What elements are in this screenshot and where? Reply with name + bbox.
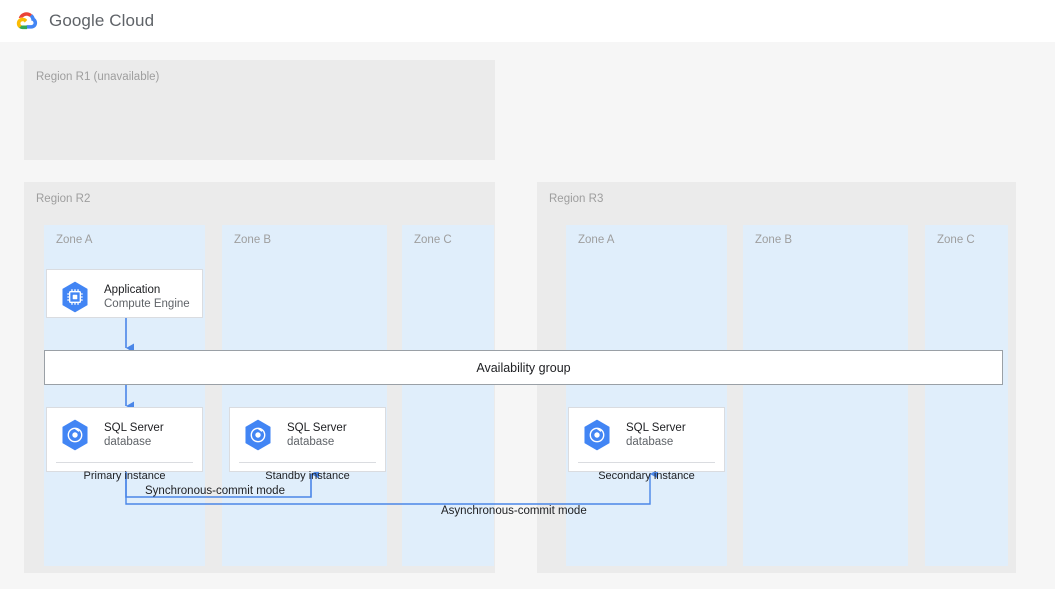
primary-database-card-top: SQL Server database — [47, 408, 202, 462]
secondary-database-title: SQL Server — [626, 421, 686, 434]
application-title: Application — [104, 283, 161, 296]
r2-zone-c-label: Zone C — [414, 234, 452, 246]
availability-group-bar[interactable]: Availability group — [44, 350, 1003, 385]
r3-zone-b-label: Zone B — [755, 234, 793, 246]
r3-zone-c-box: Zone C — [925, 225, 1008, 566]
standby-database-divider — [239, 462, 376, 463]
secondary-database-footer: Secondary instance — [598, 470, 695, 482]
google-cloud-logo-icon — [16, 12, 38, 30]
standby-database-footer: Standby instance — [265, 470, 350, 482]
diagram-canvas: Region R1 (unavailable) Region R2 Zone A… — [0, 42, 1055, 589]
secondary-database-card[interactable]: SQL Server database Secondary instance — [568, 407, 725, 482]
sql-server-database-icon — [62, 419, 88, 451]
standby-database-card-top: SQL Server database — [230, 408, 385, 462]
region-r3-label: Region R3 — [549, 193, 604, 205]
r2-zone-b-box: Zone B — [222, 225, 387, 566]
primary-database-divider — [56, 462, 193, 463]
r3-zone-a-label: Zone A — [578, 234, 615, 246]
secondary-database-card-text: SQL Server database — [626, 421, 686, 450]
secondary-database-divider — [578, 462, 715, 463]
r3-zone-a-box: Zone A — [566, 225, 727, 566]
standby-database-subtitle: database — [287, 436, 335, 448]
primary-database-card-text: SQL Server database — [104, 421, 164, 450]
synchronous-commit-label: Synchronous-commit mode — [145, 485, 285, 497]
availability-group-label: Availability group — [476, 360, 571, 375]
r2-zone-a-label: Zone A — [56, 234, 93, 246]
region-r1-label: Region R1 (unavailable) — [36, 71, 160, 83]
standby-database-card[interactable]: SQL Server database Standby instance — [229, 407, 386, 482]
application-card-top: Application Compute Engine — [47, 270, 202, 324]
r2-zone-b-label: Zone B — [234, 234, 272, 246]
region-r1-box: Region R1 (unavailable) — [24, 60, 495, 160]
r2-zone-c-box: Zone C — [402, 225, 494, 566]
sql-server-database-icon — [584, 419, 610, 451]
standby-database-card-text: SQL Server database — [287, 421, 347, 450]
secondary-database-card-top: SQL Server database — [569, 408, 724, 462]
application-card[interactable]: Application Compute Engine — [46, 269, 203, 318]
application-card-text: Application Compute Engine — [104, 283, 190, 312]
page-header: Google Cloud — [0, 0, 1055, 42]
region-r2-label: Region R2 — [36, 193, 91, 205]
compute-engine-icon — [62, 281, 88, 313]
secondary-database-subtitle: database — [626, 436, 674, 448]
primary-database-title: SQL Server — [104, 421, 164, 434]
application-subtitle: Compute Engine — [104, 298, 190, 310]
sql-server-database-icon — [245, 419, 271, 451]
brand-name: Google Cloud — [49, 11, 155, 30]
r3-zone-b-box: Zone B — [743, 225, 908, 566]
standby-database-title: SQL Server — [287, 421, 347, 434]
primary-database-card[interactable]: SQL Server database Primary instance — [46, 407, 203, 482]
primary-database-footer: Primary instance — [83, 470, 166, 482]
r3-zone-c-label: Zone C — [937, 234, 975, 246]
asynchronous-commit-label: Asynchronous-commit mode — [441, 505, 587, 517]
primary-database-subtitle: database — [104, 436, 152, 448]
